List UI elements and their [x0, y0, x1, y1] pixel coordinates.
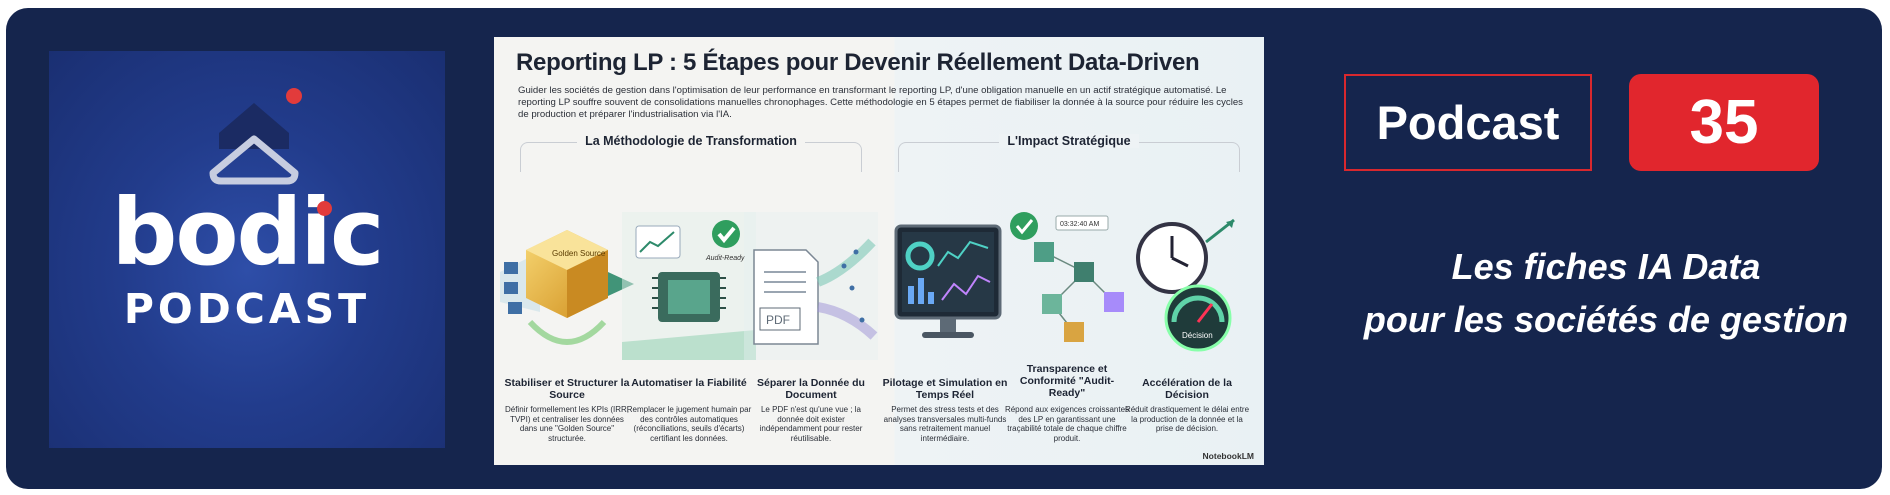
timestamp-label: 03:32:40 AM — [1060, 221, 1099, 228]
document-separation-icon: PDF — [744, 212, 878, 360]
house-logo-icon — [209, 88, 302, 185]
logo-subtitle: PODCAST — [123, 285, 371, 333]
infographic-thumbnail: Reporting LP : 5 Étapes pour Devenir Rée… — [494, 37, 1264, 465]
bodic-podcast-logo: bodic PODCAST — [49, 51, 445, 448]
step-4-title: Pilotage et Simulation en Temps Réel — [882, 377, 1008, 401]
logo-accent-dot — [317, 201, 332, 216]
audit-trail-network-icon: 03:32:40 AM — [1010, 212, 1124, 342]
golden-source-cube-icon: Golden Source — [500, 230, 634, 345]
decision-label: Décision — [1182, 331, 1213, 340]
tagline-line-2: pour les sociétés de gestion — [1363, 299, 1849, 340]
pdf-label: PDF — [766, 313, 790, 327]
step-6-title: Accélération de la Décision — [1142, 377, 1232, 401]
step-5-desc: Répond aux exigences croissantes des LP … — [1004, 405, 1130, 443]
audit-ready-label: Audit-Ready — [705, 255, 745, 262]
infographic-intro: Guider les sociétés de gestion dans l'op… — [518, 85, 1243, 120]
notebooklm-watermark: NotebookLM — [1202, 451, 1254, 461]
golden-source-label: Golden Source — [552, 249, 606, 258]
decision-gauge-icon: Décision — [1136, 218, 1235, 352]
step-2-desc: Remplacer le jugement humain par des con… — [626, 405, 752, 443]
dashboard-monitor-icon — [894, 224, 1002, 338]
section-header-methodology: La Méthodologie de Transformation — [520, 134, 862, 172]
section-label-impact: L'Impact Stratégique — [999, 134, 1139, 148]
episode-number-badge: 35 — [1629, 74, 1819, 171]
step-6-desc: Réduit drastiquement le délai entre la p… — [1124, 405, 1250, 434]
automation-chip-icon: Audit-Ready — [622, 212, 756, 360]
infographic-title: Reporting LP : 5 Étapes pour Devenir Rée… — [516, 49, 1200, 76]
step-3-title: Séparer la Donnée du Document — [757, 377, 865, 401]
step-2-title: Automatiser la Fiabilité — [631, 377, 747, 389]
tagline: Les fiches IA Data pour les sociétés de … — [1336, 240, 1876, 346]
step-3-desc: Le PDF n'est qu'une vue ; la donnée doit… — [759, 405, 863, 443]
step-1-desc: Définir formellement les KPIs (IRR, TVPI… — [504, 405, 630, 443]
step-1-title: Stabiliser et Structurer la Source — [504, 377, 630, 401]
logo-wordmark: bodic — [111, 179, 385, 286]
tagline-line-1: Les fiches IA Data — [1451, 246, 1761, 287]
podcast-banner: bodic PODCAST Reporting LP : 5 Étapes po… — [6, 8, 1882, 489]
section-header-impact: L'Impact Stratégique — [898, 134, 1240, 172]
step-5-title: Transparence et Conformité "Audit-Ready" — [1019, 363, 1115, 399]
section-label-methodology: La Méthodologie de Transformation — [577, 134, 805, 148]
step-4-desc: Permet des stress tests et des analyses … — [883, 405, 1007, 443]
podcast-label: Podcast — [1344, 74, 1592, 171]
